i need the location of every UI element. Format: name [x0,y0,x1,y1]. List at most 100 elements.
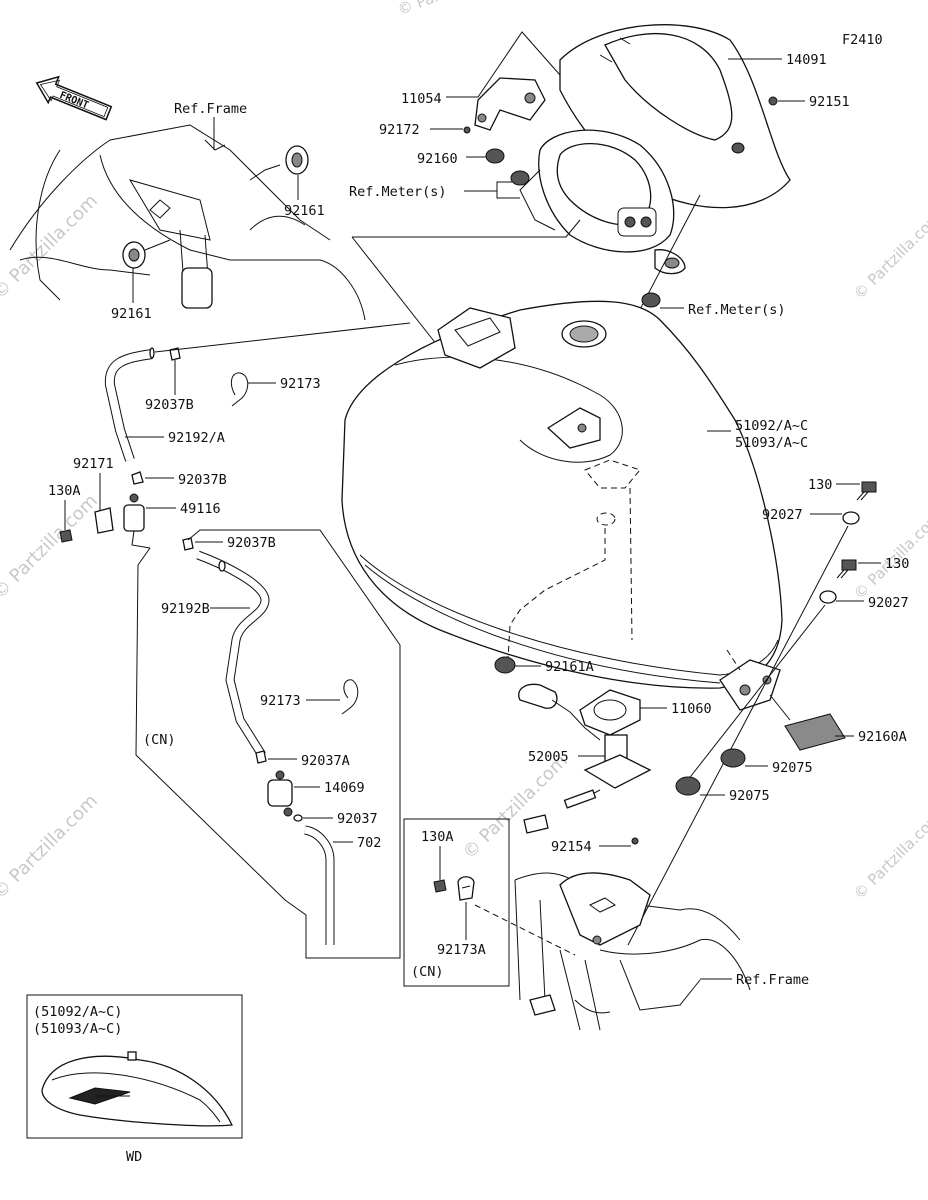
label-92192b: 92192B [161,601,210,617]
label-92161-lower: 92161 [111,306,152,322]
leader-line [679,604,826,791]
bolt-130-lower [836,559,857,579]
bolt-130a-1 [59,529,73,543]
hose-702 [303,825,335,945]
dashed-guide [507,528,606,661]
label-92037b-1: 92037B [145,397,194,413]
label-14069: 14069 [324,780,365,796]
grommet-92161a [494,656,516,674]
inset-caption: WD [126,1149,142,1165]
band-92173-2 [341,679,359,715]
clip-92037b-1 [169,347,181,361]
filter-14069 [267,770,293,817]
label-92192a: 92192/A [168,430,225,446]
clip-92037a [255,750,267,764]
watermark-text: © Partzilla.com [850,808,928,903]
inset-box [26,994,243,1139]
label-92173a: 92173A [437,942,486,958]
label-130a-1: 130A [48,483,81,499]
dashed-guide [584,459,641,489]
grommet-92160-a [485,148,505,164]
figure-code: F2410 [842,32,883,48]
meter-assembly [519,129,686,275]
leader-line [769,694,791,721]
label-92160a: 92160A [858,729,907,745]
bracket-11054 [474,77,546,131]
label-92161-upper: 92161 [284,203,325,219]
label-cn-1: (CN) [143,732,176,748]
clamp-92171 [94,507,114,534]
dashed-guide [596,512,616,526]
label-92173-2: 92173 [260,693,301,709]
leader-line [154,322,411,353]
label-92037a: 92037A [301,753,350,769]
hose-92192a [104,347,155,462]
bolt-92151 [768,96,778,106]
watermark-text: © Partzilla.com [0,190,102,303]
valve-49116 [123,493,151,549]
leader-line [352,219,581,238]
leader-line [446,31,561,98]
watermark-text: © Partzilla.com [0,790,102,903]
clip-92037b-3 [182,537,194,551]
bolt-92172 [463,126,471,134]
label-49116: 49116 [180,501,221,517]
label-ref-meters-lower: Ref.Meter(s) [688,302,786,318]
grommet-92075-a [720,748,746,768]
label-130a-2: 130A [421,829,454,845]
label-92151: 92151 [809,94,850,110]
washer-92027-upper [842,511,860,525]
label-702: 702 [357,835,381,851]
inset-tank-illustration [41,1051,233,1127]
grommet-92075-b [675,776,701,796]
gasket-11060 [579,689,641,736]
label-ref-frame-bottom: Ref.Frame [736,972,809,988]
leader-line [464,181,512,192]
label-14091: 14091 [786,52,827,68]
label-ref-meters-upper: Ref.Meter(s) [349,184,447,200]
leader-line [627,525,849,946]
watermark-text: © Partzilla.com [0,490,102,603]
watermark-text: © Partzilla.com [850,208,928,303]
inset-line-2: (51093/A~C) [33,1021,122,1037]
clamp-92173a [457,876,475,901]
hose-92192b [196,550,270,758]
label-92037: 92037 [337,811,378,827]
clip-92037b-2 [131,471,144,485]
cn-box-small [403,818,510,987]
clip-92037 [293,814,303,822]
label-92075-b: 92075 [729,788,770,804]
label-51092: 51092/A~C [735,418,808,434]
band-92173-1 [230,372,249,407]
front-arrow-icon: FRONT [35,75,113,121]
label-92037b-2: 92037B [178,472,227,488]
leader-line [496,191,520,199]
leader-line [351,236,438,346]
dashed-guide [726,649,741,671]
label-92027-upper: 92027 [762,507,803,523]
label-92173-1: 92173 [280,376,321,392]
label-92161a: 92161A [545,659,594,675]
label-ref-frame-top: Ref.Frame [174,101,247,117]
label-51093: 51093/A~C [735,435,808,451]
fuel-tank [341,300,783,711]
inset-line-1: (51092/A~C) [33,1004,122,1020]
bolt-130a-2 [433,879,447,893]
label-130-lower: 130 [885,556,909,572]
pad-92160a [784,713,846,751]
cn-enclosure [135,529,401,959]
grommet-92160-b [510,170,530,186]
label-52005: 52005 [528,749,569,765]
dashed-guide [474,904,576,956]
dashed-guide [629,487,633,641]
watermark-text: © Partzilla.com [395,0,510,19]
grommet-ref-meter [641,292,661,308]
label-92075-a: 92075 [772,760,813,776]
label-11054: 11054 [401,91,442,107]
label-92027-lower: 92027 [868,595,909,611]
washer-92027-lower [819,590,837,604]
label-92154: 92154 [551,839,592,855]
label-130-upper: 130 [808,477,832,493]
screw-92154 [631,837,639,845]
